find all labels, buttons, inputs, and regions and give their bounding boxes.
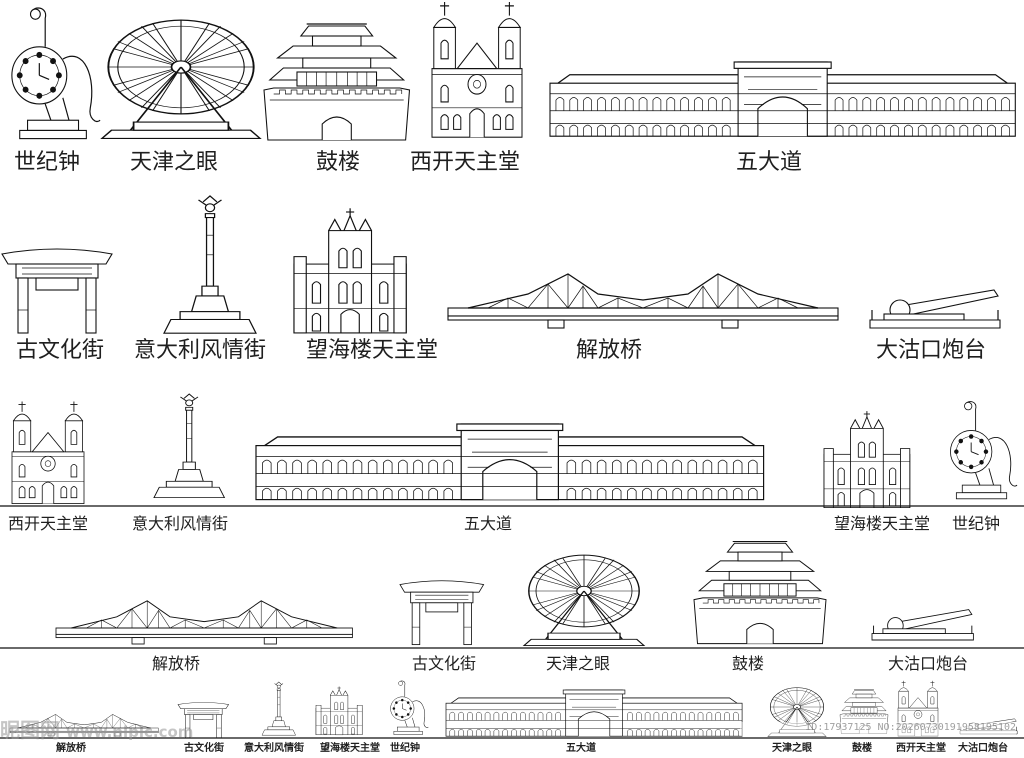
- archway-icon: [399, 580, 485, 646]
- angel-column-icon: [163, 195, 257, 334]
- watermark-brand: 昵图网: [0, 718, 60, 742]
- long-building-icon: [549, 61, 1016, 137]
- label-tianjin-eye: 天津之眼: [772, 743, 812, 754]
- label-tianjin-eye: 天津之眼: [546, 654, 611, 673]
- label-italian-style-street: 意大利风情街: [244, 743, 304, 754]
- label-dagukou-fort: 大沽口炮台: [958, 743, 1008, 754]
- cannon-icon: [869, 289, 1001, 329]
- label-jiefang-bridge: 解放桥: [152, 654, 201, 673]
- label-dagukou-fort: 大沽口炮台: [888, 654, 969, 673]
- church-icon: [431, 1, 523, 138]
- label-drum-tower: 鼓楼: [852, 743, 872, 754]
- label-xikai-church: 西开天主堂: [8, 514, 89, 533]
- watermark-url: www.nipic.com: [66, 723, 194, 741]
- label-jiefang-bridge: 解放桥: [56, 743, 86, 754]
- label-drum-tower: 鼓楼: [316, 150, 361, 175]
- church-icon: [293, 207, 407, 334]
- drum-tower-icon: [263, 23, 411, 141]
- label-shijizhong: 世纪钟: [390, 743, 420, 754]
- label-five-avenues: 五大道: [464, 514, 513, 533]
- label-five-avenues: 五大道: [736, 150, 803, 175]
- ferris-wheel-icon: [101, 19, 261, 140]
- label-wanghailou-church: 望海楼天主堂: [834, 514, 931, 533]
- label-dagukou-fort: 大沽口炮台: [876, 338, 987, 363]
- archway-icon: [1, 248, 113, 334]
- ferris-wheel-icon: [523, 554, 645, 647]
- truss-bridge-icon: [55, 600, 353, 645]
- label-tianjin-eye: 天津之眼: [130, 150, 219, 175]
- church-icon: [11, 401, 85, 505]
- cannon-icon: [871, 609, 974, 641]
- watermark-left: 昵图网 www.nipic.com: [0, 714, 193, 744]
- label-xikai-church: 西开天主堂: [896, 743, 946, 754]
- clock-tower-icon: [11, 7, 101, 140]
- watermark-id: ID:17937125 NO:20260730191958195102: [740, 722, 1016, 736]
- label-jiefang-bridge: 解放桥: [576, 338, 643, 363]
- label-ancient-culture-street: 古文化街: [16, 338, 105, 363]
- label-ancient-culture-street: 古文化街: [184, 743, 224, 754]
- label-italian-style-street: 意大利风情街: [132, 514, 229, 533]
- long-building-icon: [255, 423, 765, 501]
- angel-column-icon: [261, 681, 296, 736]
- label-italian-style-street: 意大利风情街: [134, 338, 267, 363]
- clock-tower-icon: [949, 401, 1018, 500]
- label-wanghailou-church: 望海楼天主堂: [320, 743, 380, 754]
- label-xikai-church: 西开天主堂: [410, 150, 521, 175]
- church-icon: [823, 410, 911, 509]
- label-five-avenues: 五大道: [566, 743, 596, 754]
- label-shijizhong: 世纪钟: [14, 150, 81, 175]
- truss-bridge-icon: [447, 273, 839, 329]
- drum-tower-icon: [693, 540, 827, 645]
- label-wanghailou-church: 望海楼天主堂: [306, 338, 439, 363]
- angel-column-icon: [153, 393, 225, 499]
- long-building-icon: [445, 689, 743, 737]
- church-icon: [315, 686, 363, 736]
- label-ancient-culture-street: 古文化街: [412, 654, 477, 673]
- clock-tower-icon: [390, 680, 429, 735]
- label-drum-tower: 鼓楼: [732, 654, 765, 673]
- label-shijizhong: 世纪钟: [952, 514, 1001, 533]
